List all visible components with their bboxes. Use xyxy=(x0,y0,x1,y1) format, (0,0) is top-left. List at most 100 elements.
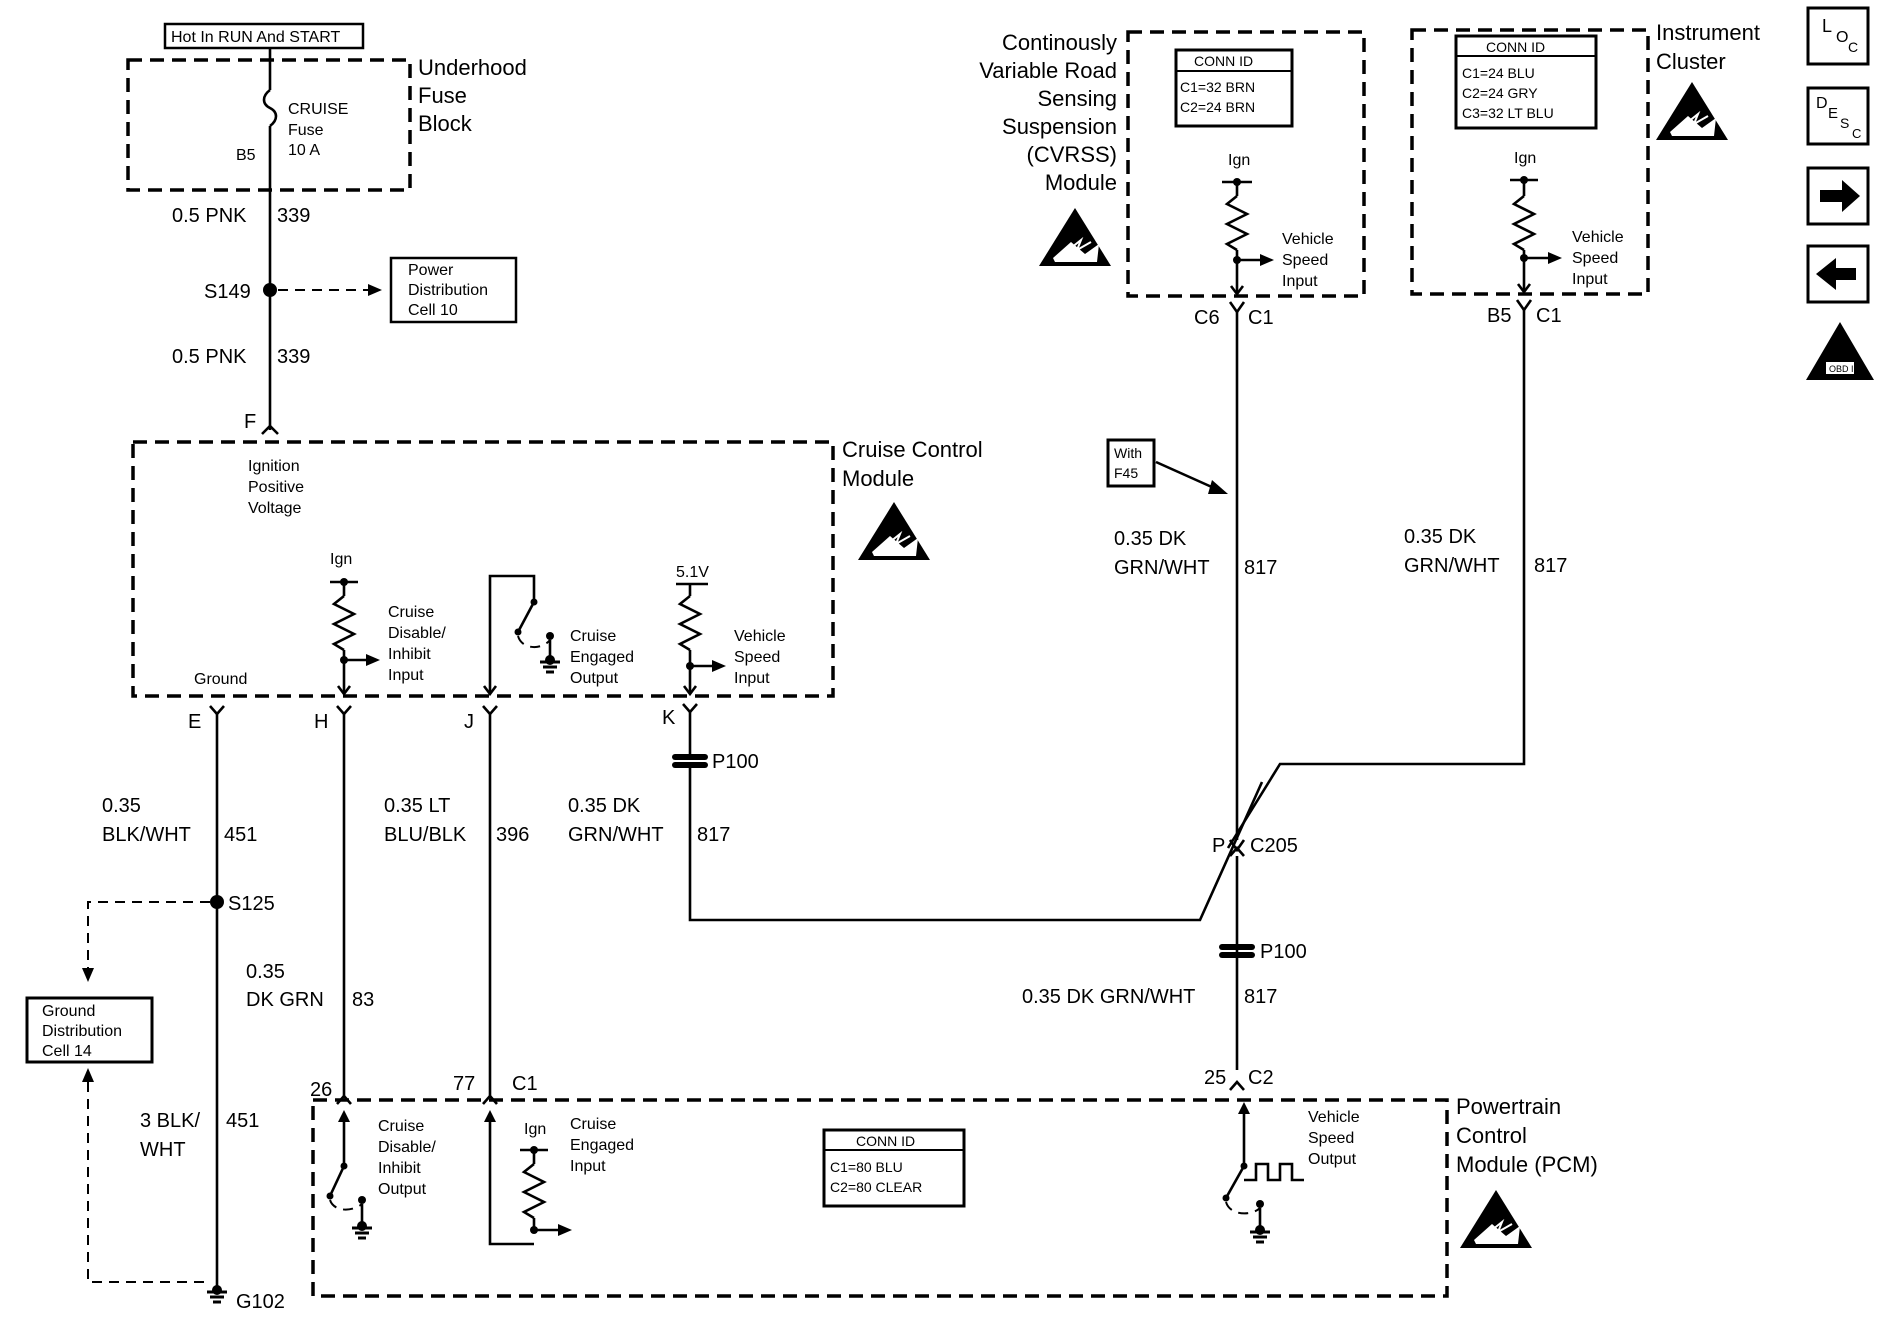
ccm-vss-2: Speed xyxy=(734,649,780,666)
pin-f: F xyxy=(244,411,256,433)
pin-f-connector xyxy=(261,424,279,435)
desc-d: D xyxy=(1816,95,1828,112)
desc-e: E xyxy=(1828,105,1838,122)
pcm-wire-circuit: 817 xyxy=(1244,986,1277,1008)
loc-button[interactable]: L O C xyxy=(1806,6,1870,66)
power-dist-1: Power xyxy=(408,262,454,279)
power-dist-3: Cell 10 xyxy=(408,302,458,319)
cvrss-name-5: (CVRSS) xyxy=(1027,142,1117,167)
fuse-block-label-3: Block xyxy=(418,111,473,136)
ign-pos-2: Positive xyxy=(248,479,304,496)
g-wire-gauge: 3 BLK/ xyxy=(140,1110,200,1132)
ccm-resistor-vss xyxy=(677,594,703,652)
loc-l: L xyxy=(1822,16,1832,36)
cvrss-module-box xyxy=(1126,30,1366,298)
j-wire-circuit: 396 xyxy=(496,824,529,846)
previous-arrow-icon xyxy=(1816,258,1856,290)
cluster-name-2: Cluster xyxy=(1656,49,1726,74)
cvrss-resistor xyxy=(1224,194,1250,252)
ground-dist-arrow-icon xyxy=(82,1068,94,1082)
k-wire-gauge: 0.35 DK xyxy=(568,795,641,817)
fuse-label-3: 10 A xyxy=(288,142,320,159)
h-wire-color: DK GRN xyxy=(246,989,324,1011)
ccm-engaged-2: Engaged xyxy=(570,649,634,666)
with-f45-arrow-icon xyxy=(1208,480,1228,494)
h-wire-circuit: 83 xyxy=(352,989,374,1011)
splice-s149-dot xyxy=(263,283,277,297)
cluster-wire-gauge: 0.35 DK xyxy=(1404,526,1477,548)
ccm-pin-e: E xyxy=(188,711,201,733)
ccm-vss-arrow-icon xyxy=(712,660,726,672)
j-wire-color: BLU/BLK xyxy=(384,824,467,846)
cluster-esd-icon xyxy=(1655,81,1729,141)
cluster-resistor xyxy=(1511,194,1537,252)
s125-dash-line xyxy=(87,901,210,968)
cvrss-conn-c1: C1=32 BRN xyxy=(1180,79,1255,95)
e-wire-gauge: 0.35 xyxy=(102,795,141,817)
pcm-disable-3: Inhibit xyxy=(378,1160,421,1177)
pcm-disable-switch xyxy=(328,1165,346,1197)
ccm-v51-label: 5.1V xyxy=(676,564,709,581)
wire-817-k xyxy=(688,768,1264,922)
fuse-label-1: CRUISE xyxy=(288,101,348,118)
previous-button[interactable] xyxy=(1806,244,1870,304)
cvrss-esd-icon xyxy=(1038,207,1112,267)
obd-button[interactable]: OBD II xyxy=(1806,322,1874,380)
pcm-name-2: Control xyxy=(1456,1123,1527,1148)
splice-s125-dot xyxy=(210,895,224,909)
pcm-wire-color: 0.35 DK GRN/WHT xyxy=(1022,986,1195,1008)
ground-distribution-box[interactable] xyxy=(25,996,154,1064)
ccm-pin-h: H xyxy=(314,711,328,733)
fuse-pin-b5: B5 xyxy=(236,147,256,164)
e-wire-color: BLK/WHT xyxy=(102,824,191,846)
cvrss-vss-2: Speed xyxy=(1282,252,1328,269)
pcm-disable-1: Cruise xyxy=(378,1118,424,1135)
desc-button[interactable]: D E S C xyxy=(1806,86,1870,146)
desc-c: C xyxy=(1852,126,1861,141)
h-wire-gauge: 0.35 xyxy=(246,961,285,983)
pcm-engaged-1: Cruise xyxy=(570,1116,616,1133)
k-wire-circuit: 817 xyxy=(697,824,730,846)
cluster-wire-circuit: 817 xyxy=(1534,555,1567,577)
c205-pin-p: P xyxy=(1212,835,1225,857)
fuse-symbol xyxy=(262,88,278,128)
ground-dist-2: Distribution xyxy=(42,1023,122,1040)
pcm-disable-4: Output xyxy=(378,1181,427,1198)
pcm-name-3: Module (PCM) xyxy=(1456,1152,1598,1177)
ground-dist-1: Ground xyxy=(42,1003,95,1020)
ccm-engaged-switch xyxy=(516,601,536,633)
cvrss-conn-id-box xyxy=(1174,48,1294,128)
instrument-cluster-box xyxy=(1410,28,1650,296)
wire2-circuit: 339 xyxy=(277,346,310,368)
obd-label: OBD II xyxy=(1829,364,1856,374)
cvrss-vss-1: Vehicle xyxy=(1282,231,1334,248)
pcm-engaged-3: Input xyxy=(570,1158,606,1175)
fuse-label-2: Fuse xyxy=(288,122,324,139)
next-button[interactable] xyxy=(1806,166,1870,226)
ccm-name-1: Cruise Control xyxy=(842,437,983,462)
j-wire-gauge: 0.35 LT xyxy=(384,795,450,817)
pcm-conn-c1: C1=80 BLU xyxy=(830,1159,903,1175)
cvrss-name-2: Variable Road xyxy=(979,58,1117,83)
k-wire-color: GRN/WHT xyxy=(568,824,664,846)
hot-in-run-label-box xyxy=(163,22,365,50)
cvrss-name-6: Module xyxy=(1045,170,1117,195)
ccm-engaged-3: Output xyxy=(570,670,619,687)
pcm-engaged-arrow-icon xyxy=(558,1224,572,1236)
ccm-ign-label: Ign xyxy=(330,551,352,568)
e-wire-circuit: 451 xyxy=(224,824,257,846)
cluster-conn-title: CONN ID xyxy=(1486,39,1545,55)
ccm-disable-arrow-icon xyxy=(366,654,380,666)
ccm-name-2: Module xyxy=(842,466,914,491)
ccm-resistor-disable xyxy=(331,594,357,652)
ccm-engaged-wire xyxy=(488,574,536,692)
pcm-vss-1: Vehicle xyxy=(1308,1109,1360,1126)
pcm-pin-25: 25 xyxy=(1204,1067,1226,1089)
pcm-conn-c2: C2=80 CLEAR xyxy=(830,1179,922,1195)
power-distribution-box[interactable] xyxy=(389,256,518,324)
splice-s149: S149 xyxy=(204,281,251,303)
cvrss-name-4: Suspension xyxy=(1002,114,1117,139)
s125-arrow-icon xyxy=(82,968,94,982)
pcm-vss-3: Output xyxy=(1308,1151,1357,1168)
